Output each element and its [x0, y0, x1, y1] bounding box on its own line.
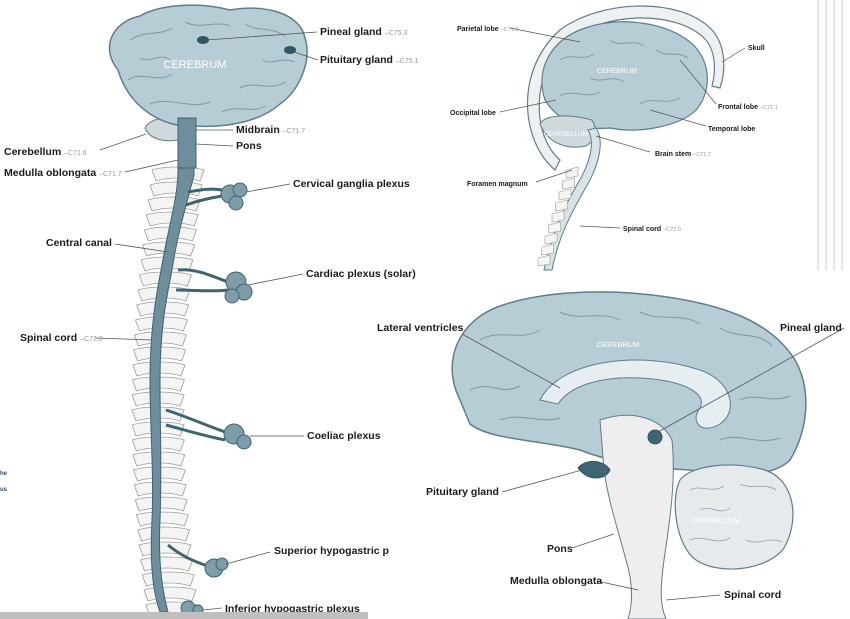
label-midbrain: Midbrain –C71.7 — [236, 124, 305, 136]
vertebra — [144, 587, 196, 601]
label-pituitary-gland: Pituitary gland –C75.1 — [320, 54, 419, 66]
label-lateral-ventricles: Lateral ventricles — [377, 322, 464, 334]
vertebra — [138, 527, 190, 541]
mid-cerebrum-label: CEREBRUM — [597, 340, 640, 349]
vertebra — [142, 572, 194, 586]
label-mid-pons: Pons — [547, 543, 573, 555]
label-mid-medulla-oblongata: Medulla oblongata — [510, 575, 602, 587]
vertebra — [545, 233, 557, 244]
label-skull: Skull — [748, 45, 765, 52]
sagittal-skull-diagram: CEREBRUM CEREBELLUM Parietal lobe –C71.0… — [450, 0, 850, 270]
label-pineal-gland: Pineal gland –C75.3 — [320, 26, 407, 38]
vertebra — [559, 189, 571, 200]
bottom-strip — [0, 612, 368, 619]
mid-pineal-gland-dot — [648, 430, 662, 444]
label-brain-stem: Brain stem –C71.7 — [655, 151, 711, 158]
vertebra — [556, 200, 568, 211]
vertebra — [566, 167, 578, 178]
sagittal-cerebellum-label: CEREBELLUM — [544, 131, 588, 138]
vertebra — [136, 512, 188, 526]
label-coeliac-plexus: Coeliac plexus — [307, 430, 381, 442]
side-text-1: he — [0, 471, 8, 477]
label-spinal-cord: Spinal cord –C72.0 — [20, 332, 103, 344]
vertebra — [563, 178, 575, 189]
mid-brainstem-shape — [600, 415, 673, 619]
pituitary-gland-dot — [284, 46, 296, 54]
label-cervical-ganglia-plexus: Cervical ganglia plexus — [293, 178, 410, 190]
vertebra — [552, 211, 564, 222]
side-text-2: us — [0, 487, 8, 493]
vertebra — [549, 222, 561, 233]
label-pons: Pons — [236, 140, 262, 152]
cerebrum-inner-label: CEREBRUM — [164, 59, 227, 71]
sagittal-cerebrum-label: CEREBRUM — [597, 68, 637, 75]
vertebra — [141, 557, 193, 571]
vertebra — [538, 255, 550, 266]
label-frontal-lobe: Frontal lobe –C71.1 — [718, 104, 778, 111]
label-superior-hypogastric: Superior hypogastric p — [274, 545, 389, 557]
label-medulla-oblongata: Medulla oblongata –C71.7 — [4, 167, 122, 179]
label-temporal-lobe: Temporal lobe — [708, 126, 755, 133]
label-cerebellum: Cerebellum –C71.6 — [4, 146, 87, 158]
vertebra — [542, 244, 554, 255]
label-mid-spinal-cord: Spinal cord — [724, 589, 781, 601]
sagittal-cerebrum-shape — [542, 22, 707, 130]
vertebra — [135, 497, 187, 511]
midsagittal-brain-diagram: CEREBRUM CEREBELLUM Lateral ventricles P… — [377, 292, 844, 619]
label-cardiac-plexus: Cardiac plexus (solar) — [306, 268, 416, 280]
label-parietal-lobe: Parietal lobe –C71.0 — [457, 26, 518, 33]
sagittal-vertebrae — [538, 167, 578, 266]
label-occipital-lobe: Occipital lobe — [450, 110, 496, 117]
label-mid-pineal-gland: Pineal gland — [780, 322, 842, 334]
label-foramen-magnum: Foramen magnum — [467, 181, 528, 188]
brain-stem-shape — [178, 118, 196, 168]
mid-cerebellum-label: CEREBELLUM — [692, 518, 740, 525]
label-sagittal-spinal-cord: Spinal cord –C72.0 — [623, 226, 681, 233]
label-central-canal: Central canal — [46, 237, 112, 249]
nervous-system-diagram: CEREBRUM Pineal gland –C75.3 Pituitary g… — [0, 5, 419, 616]
label-mid-pituitary-gland: Pituitary gland — [426, 486, 499, 498]
